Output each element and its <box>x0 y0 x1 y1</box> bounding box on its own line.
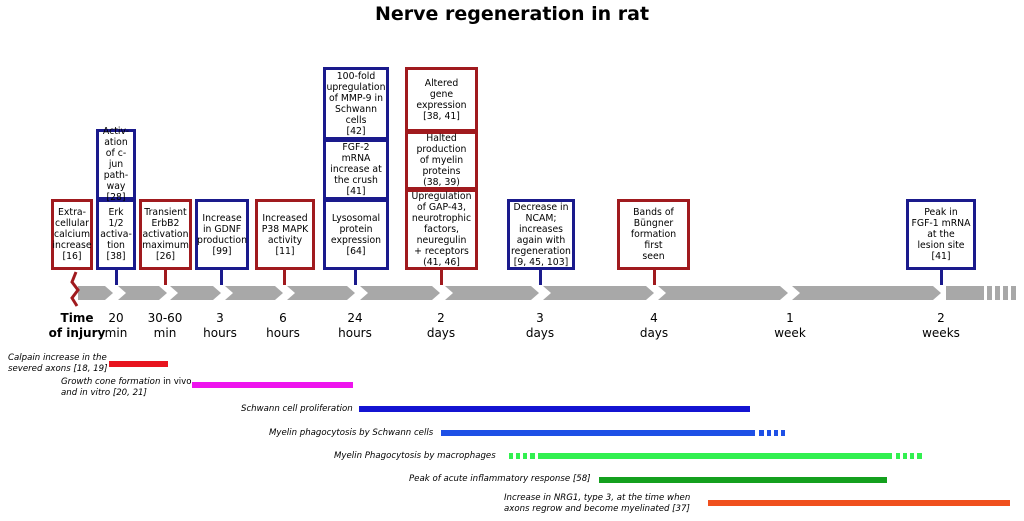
event-fgf1-peak: Peak in FGF-1 mRNA at the lesion site [4… <box>906 199 976 270</box>
event-bands-of-bungner: Bands of Büngner formation first seen <box>617 199 690 270</box>
process-bar-myelin-macro-dash-1 <box>509 453 513 459</box>
tick-4-days <box>653 270 656 285</box>
process-bar-myelin-macrophages <box>538 453 892 459</box>
time-label-2-days: 2 days <box>426 311 456 340</box>
event-gap43-upregulation: Upregulation of GAP-43, neurotrophic fac… <box>405 189 478 270</box>
process-label-growth-cone-part4: [20, 21] <box>110 388 147 398</box>
event-mmp9-upregulation: 100-fold upregulation of MMP-9 in Schwan… <box>323 67 389 140</box>
tick-24-hours <box>354 270 357 285</box>
timeline-tail-segment <box>987 286 992 300</box>
process-label-myelin-macrophages: Myelin Phagocytosis by macrophages <box>334 451 496 461</box>
timeline-segment <box>118 286 167 300</box>
process-bar-myelin-macro-dash-2 <box>516 453 520 459</box>
timeline-segment <box>543 286 654 300</box>
process-label-growth-cone-part3: and in vitro <box>61 388 111 398</box>
time-label-20-min: 20 min <box>104 311 128 340</box>
time-label-24-hours: 24 hours <box>338 311 372 340</box>
event-erk-activation: Erk 1/2 activa- tion [38] <box>96 199 136 270</box>
process-bar-growth-cone <box>192 382 353 388</box>
event-extracellular-calcium: Extra- cellular calcium increase [16] <box>51 199 93 270</box>
process-bar-myelin-macro-dash-5 <box>896 453 900 459</box>
time-label-2-weeks: 2 weeks <box>922 311 960 340</box>
process-bar-myelin-macro-dash-4 <box>530 453 535 459</box>
process-bar-myelin-schwann-dash-1 <box>759 430 764 436</box>
process-label-schwann-proliferation: Schwann cell proliferation <box>241 404 353 414</box>
timeline-segment <box>170 286 221 300</box>
tick-6-hours <box>283 270 286 285</box>
event-lysosomal-protein: Lysosomal protein expression [64] <box>323 199 389 270</box>
process-label-calpain: Calpain increase in the severed axons [1… <box>8 353 108 374</box>
tick-20-min <box>115 270 118 285</box>
process-bar-myelin-schwann <box>441 430 755 436</box>
tick-3-days <box>539 270 542 285</box>
timeline-segment <box>225 286 283 300</box>
injury-mark <box>70 271 80 307</box>
process-bar-myelin-schwann-dash-2 <box>767 430 771 436</box>
timeline-segment <box>360 286 440 300</box>
tick-2-days <box>440 270 443 285</box>
event-ncam-decrease: Decrease in NCAM; increases again with r… <box>507 199 575 270</box>
time-label-injury: Time of injury <box>48 311 106 340</box>
process-bar-inflammatory-peak <box>599 477 887 483</box>
process-label-growth-cone: Growth cone formation in vivo and in vit… <box>61 377 201 399</box>
process-label-myelin-schwann: Myelin phagocytosis by Schwann cells <box>269 428 434 438</box>
process-bar-myelin-macro-dash-7 <box>910 453 914 459</box>
event-altered-gene-expression: Altered gene expression [38, 41] <box>405 67 478 132</box>
event-gdnf-production: Increase in GDNF production [99] <box>195 199 249 270</box>
process-bar-myelin-schwann-dash-3 <box>774 430 778 436</box>
event-p38-mapk: Increased P38 MAPK activity [11] <box>255 199 315 270</box>
process-bar-schwann-proliferation <box>359 406 750 412</box>
timeline-segment <box>78 286 113 300</box>
time-label-1-week: 1 week <box>774 311 806 340</box>
timeline-segment <box>658 286 788 300</box>
process-bar-calpain <box>109 361 168 367</box>
timeline-segment <box>445 286 539 300</box>
event-erbb2-activation: Transient ErbB2 activation maximum [26] <box>139 199 192 270</box>
event-halted-myelin-production: Halted production of myelin proteins (38… <box>405 131 478 190</box>
process-bar-myelin-macro-dash-6 <box>903 453 907 459</box>
process-bar-myelin-schwann-dash-4 <box>781 430 785 436</box>
process-label-nrg1-increase: Increase in NRG1, type 3, at the time wh… <box>504 493 691 514</box>
tick-30-60-min <box>164 270 167 285</box>
process-label-growth-cone-part2: in vivo <box>163 377 192 387</box>
event-c-jun-pathway: Activ- ation of c-jun path- way [28] <box>96 126 136 203</box>
diagram-title: Nerve regeneration in rat <box>374 3 650 25</box>
tick-3-hours <box>220 270 223 285</box>
time-label-4-days: 4 days <box>639 311 669 340</box>
timeline-segment <box>287 286 355 300</box>
timeline-segment <box>792 286 941 300</box>
timeline-tail-segment <box>1011 286 1016 300</box>
event-fgf2-mrna: FGF-2 mRNA increase at the crush [41] <box>323 139 389 200</box>
process-bar-myelin-macro-dash-3 <box>523 453 527 459</box>
time-label-30-60-min: 30-60 min <box>147 311 183 340</box>
time-label-6-hours: 6 hours <box>266 311 300 340</box>
process-bar-myelin-macro-dash-8 <box>917 453 922 459</box>
timeline-tail-segment <box>1003 286 1008 300</box>
time-label-3-hours: 3 hours <box>203 311 237 340</box>
timeline-tail-segment <box>946 286 984 300</box>
process-label-inflammatory-peak: Peak of acute inflammatory response [58] <box>409 474 591 484</box>
process-bar-nrg1-increase <box>708 500 1010 506</box>
timeline-tail-segment <box>995 286 1000 300</box>
tick-2-weeks <box>940 270 943 285</box>
process-label-growth-cone-part1: Growth cone formation <box>61 377 161 387</box>
time-label-3-days: 3 days <box>525 311 555 340</box>
